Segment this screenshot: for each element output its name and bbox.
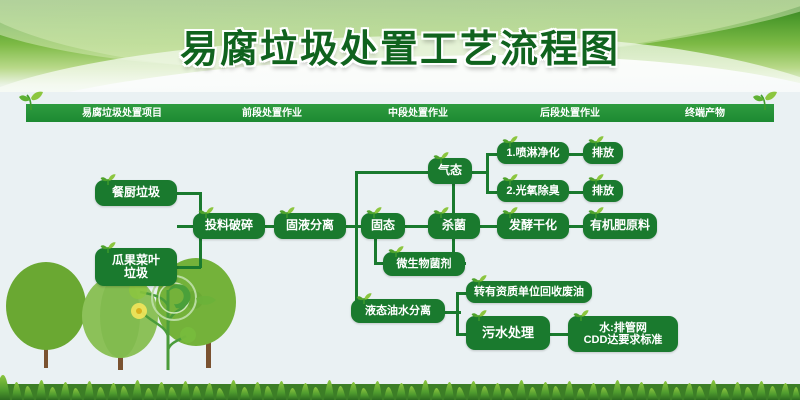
flow-node-label: 液态油水分离 [365,304,431,317]
connector-n3-n4 [265,225,275,228]
connector-split-to-gas [355,171,428,174]
flow-node-n5[interactable]: 固态 [361,207,405,239]
connector-n5-to-n14 [374,262,386,265]
stage-label-0: 易腐垃圾处置项目 [82,108,162,119]
sprout-icon [471,310,487,321]
connector-n5-n11 [405,225,428,228]
connector-liq-vert [355,225,358,313]
connector-n4-out [346,225,358,228]
flow-node-label: 有机肥原料 [589,218,650,233]
flow-node-n17[interactable]: 污水处理 [466,310,550,350]
flow-node-label: 2.光氧除臭 [506,184,560,197]
connector-gas-out [472,171,488,174]
sprout-icon [502,174,518,185]
flow-node-label: 杀菌 [441,218,466,233]
flow-node-n15[interactable]: 液态油水分离 [351,293,445,323]
flow-node-n8[interactable]: 排放 [583,136,623,164]
flow-node-label: 固液分离 [285,218,334,233]
connector-n2-out [177,266,201,269]
flow-node-label: 1.喷淋净化 [506,146,560,159]
connector-split-to-n5 [355,225,362,228]
stage-label-3: 后段处置作业 [540,108,600,119]
flow-node-label: 转有资质单位回收废油 [474,285,584,298]
flow-node-n13[interactable]: 有机肥原料 [583,207,657,239]
stage-label-1: 前段处置作业 [242,108,302,119]
flow-node-label: 固态 [370,218,395,233]
flow-node-label: 气态 [437,163,462,178]
connector-n14-up [452,239,455,264]
sprout-icon [279,207,295,218]
page-title: 易腐垃圾处置工艺流程图 [179,27,620,71]
sprout-icon [588,174,604,185]
flow-node-label: 餐厨垃圾 [111,185,160,200]
stage-label-2: 中段处置作业 [388,108,448,119]
flow-node-n2[interactable]: 瓜果菜叶垃圾 [95,242,177,286]
flow-node-n9[interactable]: 2.光氧除臭 [497,174,569,202]
connector-n7-n8 [569,153,583,156]
connector-n17-n18 [550,333,568,336]
flow-node-label: 排放 [592,146,614,159]
sprout-icon-bar-left [19,91,43,110]
sprout-icon [388,246,404,257]
flow-node-n4[interactable]: 固液分离 [274,207,346,239]
decorative-grass [0,374,800,400]
flow-node-n6[interactable]: 气态 [428,152,472,184]
connector-gas-down [452,184,455,215]
connector-merge-to-n3 [177,225,195,228]
flow-node-n10[interactable]: 排放 [583,174,623,202]
sprout-icon [356,293,372,304]
flow-node-label: 排放 [592,184,614,197]
flow-node-label: 微生物菌剂 [396,257,452,270]
sprout-icon [471,275,487,286]
connector-n15-to-n17 [456,333,468,336]
connector-n15-vert [456,292,459,334]
flow-node-label: 瓜果菜叶垃圾 [111,252,160,280]
flow-node-label: 污水处理 [481,324,534,340]
flow-node-n3[interactable]: 投料破碎 [193,207,265,239]
connector-n15-to-n16 [456,292,468,295]
sprout-icon-bar-right [753,91,777,110]
header-banner: 易腐垃圾处置工艺流程图 [0,0,800,92]
flow-node-n11[interactable]: 杀菌 [428,207,480,239]
connector-gas-to-n9 [486,191,497,194]
sprout-icon [502,136,518,147]
flow-node-label: 投料破碎 [204,218,253,233]
sprout-icon [100,174,116,185]
connector-n11-n12 [480,225,497,228]
sprout-icon [433,152,449,163]
sprout-icon [588,136,604,147]
connector-n12-n13 [569,225,583,228]
flow-node-n7[interactable]: 1.喷淋净化 [497,136,569,164]
flow-node-n16[interactable]: 转有资质单位回收废油 [466,275,592,303]
flow-node-n14[interactable]: 微生物菌剂 [383,246,465,276]
connector-n1-out [177,192,201,195]
sprout-icon [366,207,382,218]
connector-gas-to-n7 [486,153,497,156]
sprout-icon [573,310,589,321]
connector-n9-n10 [569,191,583,194]
connector-n5-down [374,239,377,264]
sprout-icon [433,207,449,218]
sprout-icon [588,207,604,218]
flow-node-label: 发酵干化 [508,218,557,233]
connector-n15-out [445,311,461,314]
sprout-icon [100,242,116,253]
flow-node-n1[interactable]: 餐厨垃圾 [95,174,177,206]
stage-bar [26,104,774,122]
stage-label-4: 终端产物 [685,108,725,119]
connector-gas-vert [486,153,489,191]
sprout-icon [502,207,518,218]
flow-node-n12[interactable]: 发酵干化 [497,207,569,239]
